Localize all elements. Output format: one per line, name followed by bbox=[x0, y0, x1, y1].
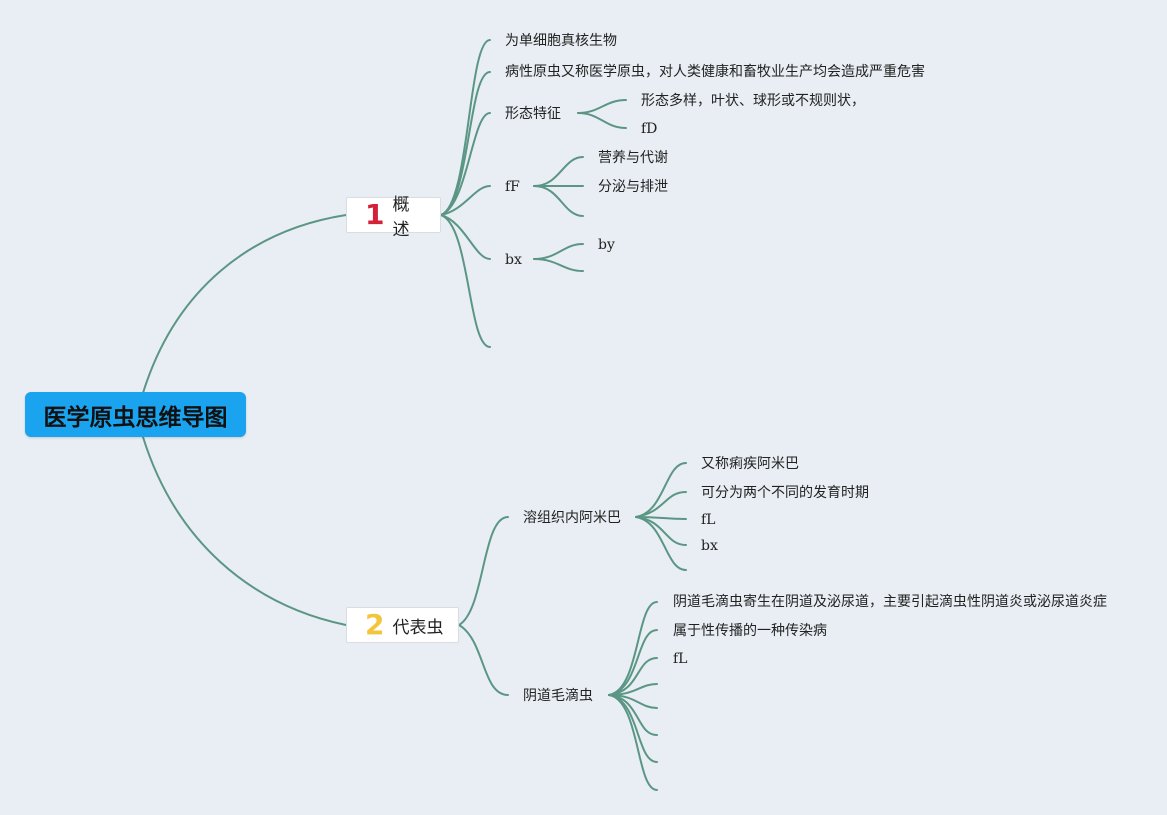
trichomonas-child-1[interactable]: 阴道毛滴虫寄生在阴道及泌尿道，主要引起滴虫性阴道炎或泌尿道炎症 bbox=[673, 594, 1107, 610]
root-topic[interactable]: 医学原虫思维导图 bbox=[25, 392, 246, 437]
section-title-overview: 概述 bbox=[392, 195, 410, 240]
trichomonas-topic[interactable]: 阴道毛滴虫 bbox=[523, 688, 593, 704]
section-title-representatives: 代表虫 bbox=[392, 617, 444, 638]
morphology-topic[interactable]: 形态特征 bbox=[505, 106, 561, 122]
morphology-child-2[interactable]: fD bbox=[641, 121, 658, 137]
bx-topic[interactable]: bx bbox=[505, 252, 522, 268]
amoeba-child-1[interactable]: 又称痢疾阿米巴 bbox=[701, 456, 799, 472]
amoeba-child-2[interactable]: 可分为两个不同的发育时期 bbox=[701, 485, 869, 501]
overview-item-2[interactable]: 病性原虫又称医学原虫，对人类健康和畜牧业生产均会造成严重危害 bbox=[505, 64, 925, 80]
overview-item-1[interactable]: 为单细胞真核生物 bbox=[505, 33, 617, 49]
amoeba-child-4[interactable]: bx bbox=[701, 538, 718, 554]
ff-child-1[interactable]: 营养与代谢 bbox=[598, 150, 668, 166]
morphology-child-1[interactable]: 形态多样，叶状、球形或不规则状， bbox=[641, 93, 865, 109]
ff-topic[interactable]: fF bbox=[505, 179, 520, 195]
section-overview-node[interactable]: 1 概述 bbox=[346, 195, 441, 240]
root-title: 医学原虫思维导图 bbox=[43, 404, 228, 431]
amoeba-topic[interactable]: 溶组织内阿米巴 bbox=[523, 510, 621, 526]
section-representatives-node[interactable]: 2 代表虫 bbox=[346, 607, 459, 643]
bx-child-1[interactable]: by bbox=[598, 237, 615, 253]
trichomonas-child-2[interactable]: 属于性传播的一种传染病 bbox=[673, 623, 827, 639]
amoeba-child-3[interactable]: fL bbox=[701, 512, 716, 528]
section-number-1: 1 bbox=[365, 198, 385, 231]
section-number-2: 2 bbox=[365, 608, 385, 641]
trichomonas-child-3[interactable]: fL bbox=[673, 651, 688, 667]
ff-child-2[interactable]: 分泌与排泄 bbox=[598, 179, 668, 195]
